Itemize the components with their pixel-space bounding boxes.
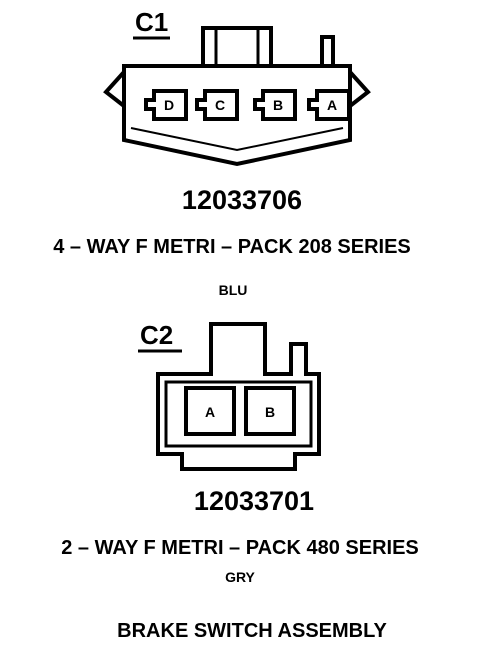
c2-housing [156,322,321,471]
c2-label: C2 [140,320,173,350]
c2-description: 2 – WAY F METRI – PACK 480 SERIES [61,537,419,559]
c2-part-number: 12033701 [194,486,314,516]
diagram-title: BRAKE SWITCH ASSEMBLY [117,620,387,642]
c1-terminal-d-label: D [164,97,174,113]
c2-terminal-a-label: A [205,404,215,420]
c1-part-number: 12033706 [182,185,302,215]
c1-color: BLU [219,282,248,298]
c2-terminal-a: A [184,386,236,436]
c1-description: 4 – WAY F METRI – PACK 208 SERIES [53,236,411,258]
c1-terminal-d: D [144,89,188,121]
c1-terminal-c-label: C [215,97,225,113]
c2-color: GRY [225,569,255,585]
connector-c2: C2 A B 12033701 2 – WAY F METRI – PACK 4… [61,320,419,585]
c1-terminal-c: C [195,89,239,121]
c1-terminal-b-label: B [273,97,283,113]
c1-terminal-a-label: A [327,97,337,113]
c2-terminal-b-label: B [265,404,275,420]
c1-label: C1 [135,7,168,37]
c2-terminal-b: B [244,386,296,436]
c1-terminal-b: B [253,89,297,121]
c1-terminal-a: A [307,89,351,121]
connector-c1: C1 D C B [53,7,411,298]
